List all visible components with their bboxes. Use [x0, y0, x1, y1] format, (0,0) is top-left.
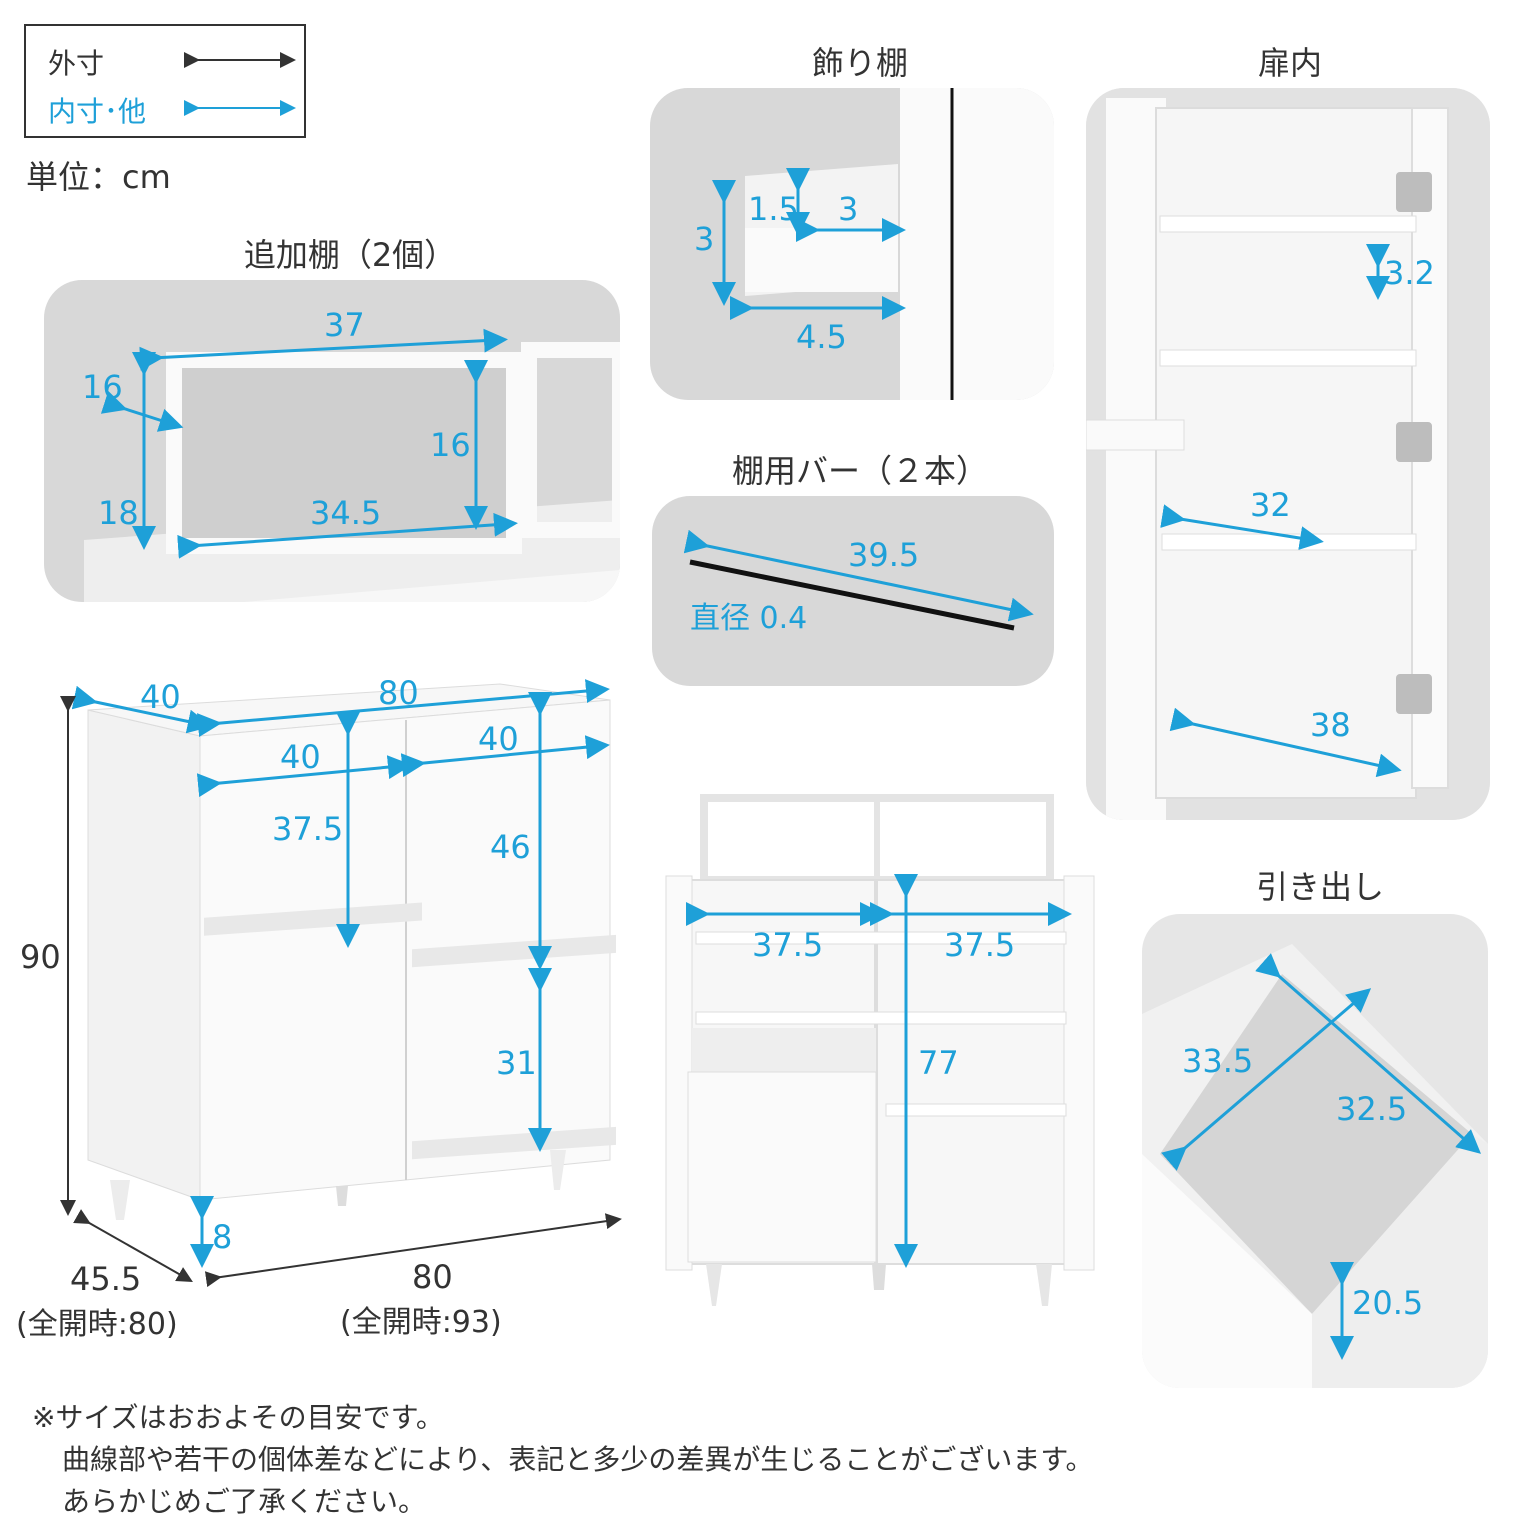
- dim-main-upper-right: 46: [490, 828, 531, 866]
- legend-box: 外寸 内寸･他: [24, 24, 306, 138]
- panel-shelf-bar: 39.5 直径 0.4: [652, 496, 1054, 686]
- main-cabinet-diagram: 40 80 40 40 37.5 46 31 8 90 45.5 (全開時:80…: [16, 674, 622, 1342]
- hinge-icon: [1396, 674, 1432, 714]
- title-drawer: 引き出し: [1255, 868, 1384, 906]
- note-line-1: ※サイズはおおよその目安です。: [32, 1401, 444, 1434]
- legend-inner-label: 内寸･他: [48, 95, 147, 128]
- dim-main-leg: 8: [212, 1218, 232, 1256]
- arrow-shelf-width-top: [139, 328, 508, 371]
- note-line-2: 曲線部や若干の個体差などにより、表記と多少の差異が生じることがございます。: [62, 1443, 1094, 1476]
- dim-main-top-right: 40: [478, 720, 519, 758]
- dim-main-width-open: (全開時:93): [340, 1305, 502, 1340]
- dim-main-top-depth: 40: [140, 678, 181, 716]
- arrow-door-width: [1160, 504, 1324, 550]
- dim-display-lip: 1.5: [748, 190, 799, 228]
- dim-main-upper-left: 37.5: [272, 810, 343, 848]
- dim-bar-length: 39.5: [848, 536, 919, 574]
- dim-shelf-outer-height: 18: [98, 494, 139, 532]
- title-door-inner: 扉内: [1257, 44, 1322, 82]
- title-shelf-bar: 棚用バー（２本）: [731, 452, 988, 490]
- dim-shelf-inner-height: 16: [430, 426, 471, 464]
- dim-open-inner-height: 77: [918, 1044, 959, 1082]
- dim-main-depth: 45.5: [70, 1260, 141, 1298]
- dim-open-right-inner: 37.5: [944, 926, 1015, 964]
- arrow-main-depth: [73, 1209, 193, 1282]
- arrow-bar-length: [683, 529, 1034, 622]
- dim-main-top-width: 80: [378, 674, 419, 712]
- dim-main-width: 80: [412, 1258, 453, 1296]
- dim-display-height: 3: [694, 220, 714, 258]
- dim-display-depth: 4.5: [796, 318, 847, 356]
- dim-bar-diameter: 直径 0.4: [690, 601, 807, 636]
- title-display-shelf: 飾り棚: [811, 44, 908, 82]
- dim-main-top-left: 40: [280, 738, 321, 776]
- dim-door-width: 32: [1250, 486, 1291, 524]
- unit-label: 単位：cm: [26, 158, 171, 196]
- note-line-3: あらかじめご了承ください。: [62, 1485, 427, 1518]
- legend-arrows: [184, 52, 296, 116]
- dim-display-lip-depth: 3: [838, 190, 858, 228]
- legend-outer-label: 外寸: [48, 47, 105, 80]
- dim-shelf-width-top: 37: [324, 306, 365, 344]
- arrow-door-bottom-width: [1169, 707, 1402, 778]
- hinge-icon: [1396, 422, 1432, 462]
- open-cabinet-diagram: 37.5 37.5 77: [665, 794, 1095, 1306]
- dim-shelf-depth: 16: [82, 368, 123, 406]
- panel-extra-shelf: 37 16 16 18 34.5: [44, 280, 620, 602]
- panel-drawer: 33.5 32.5 20.5: [1142, 914, 1488, 1388]
- dim-drawer-inner-width: 33.5: [1182, 1042, 1253, 1080]
- arrow-main-top-left: [196, 755, 412, 798]
- title-extra-shelf: 追加棚（2個）: [243, 236, 457, 274]
- dim-main-lower-right: 31: [496, 1044, 537, 1082]
- dim-drawer-height: 20.5: [1352, 1284, 1423, 1322]
- dim-open-left-inner: 37.5: [752, 926, 823, 964]
- dim-door-bottom-width: 38: [1310, 706, 1351, 744]
- dim-shelf-inner-width: 34.5: [310, 494, 381, 532]
- dim-door-pitch: 3.2: [1384, 254, 1435, 292]
- hinge-icon: [1396, 172, 1432, 212]
- arrow-main-top-right: [400, 735, 610, 778]
- panel-display-shelf: 1.5 3 3 4.5: [650, 88, 1054, 400]
- arrow-drawer-inner-depth: [1255, 953, 1482, 1154]
- dim-drawer-inner-depth: 32.5: [1336, 1090, 1407, 1128]
- arrow-main-width: [204, 1213, 622, 1288]
- dim-main-height: 90: [20, 938, 61, 976]
- panel-door-inner: 3.2 32 38: [1086, 88, 1490, 820]
- dim-main-depth-open: (全開時:80): [16, 1307, 178, 1342]
- arrow-shelf-inner-width: [177, 512, 518, 559]
- arrow-main-top-depth: [71, 685, 212, 734]
